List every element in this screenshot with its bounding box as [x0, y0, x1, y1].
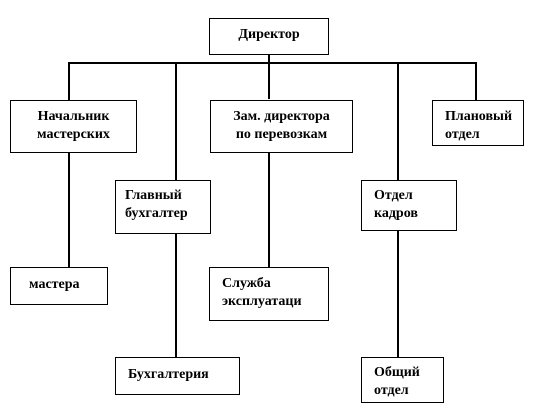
- box-general-department-line-2: отдел: [374, 383, 409, 398]
- connector-hr-to-general-department: [397, 230, 399, 358]
- box-general-department[interactable]: Общий отдел: [361, 357, 444, 403]
- box-planning-department[interactable]: Плановый отдел: [432, 100, 524, 146]
- connector-to-planning-department: [475, 62, 477, 100]
- box-deputy-transport[interactable]: Зам. директора по перевозкам: [210, 100, 353, 153]
- box-chief-accountant-line-1: Главный: [125, 188, 182, 203]
- box-deputy-transport-line-1: Зам. директора: [233, 109, 330, 124]
- box-general-department-line-1: Общий: [374, 365, 420, 380]
- box-planning-department-line-1: Плановый: [445, 109, 513, 124]
- connector-top-horizontal-bar: [68, 62, 477, 64]
- box-workshop-head[interactable]: Начальник мастерских: [10, 100, 137, 153]
- box-director[interactable]: Директор: [209, 18, 329, 55]
- connector-deputy-to-operations-service: [268, 152, 270, 267]
- connector-to-hr-department: [397, 62, 399, 180]
- box-operations-service-line-2: эксплуатаци: [222, 294, 302, 309]
- connector-director-down: [268, 55, 270, 99]
- box-planning-department-line-2: отдел: [445, 127, 480, 142]
- box-hr-department-line-1: Отдел: [374, 188, 413, 203]
- box-chief-accountant-line-2: бухгалтер: [125, 206, 188, 221]
- box-operations-service-line-1: Служба: [222, 276, 271, 291]
- box-operations-service[interactable]: Служба эксплуатаци: [209, 267, 329, 321]
- box-accounting-label: Бухгалтерия: [128, 367, 209, 382]
- box-chief-accountant[interactable]: Главный бухгалтер: [115, 180, 211, 234]
- connector-chief-accountant-to-accounting: [175, 233, 177, 358]
- box-accounting[interactable]: Бухгалтерия: [115, 357, 240, 395]
- box-workshop-head-line-2: мастерских: [37, 127, 110, 142]
- box-hr-department-line-2: кадров: [374, 206, 418, 221]
- box-hr-department[interactable]: Отдел кадров: [361, 180, 457, 231]
- connector-workshop-head-to-masters: [68, 152, 70, 267]
- box-deputy-transport-line-2: по перевозкам: [235, 127, 328, 142]
- box-workshop-head-line-1: Начальник: [37, 109, 110, 124]
- connector-to-chief-accountant: [175, 62, 177, 180]
- connector-to-workshop-head: [68, 62, 70, 100]
- box-masters-label: мастера: [29, 277, 80, 292]
- box-director-label: Директор: [238, 27, 300, 42]
- box-masters[interactable]: мастера: [10, 267, 108, 305]
